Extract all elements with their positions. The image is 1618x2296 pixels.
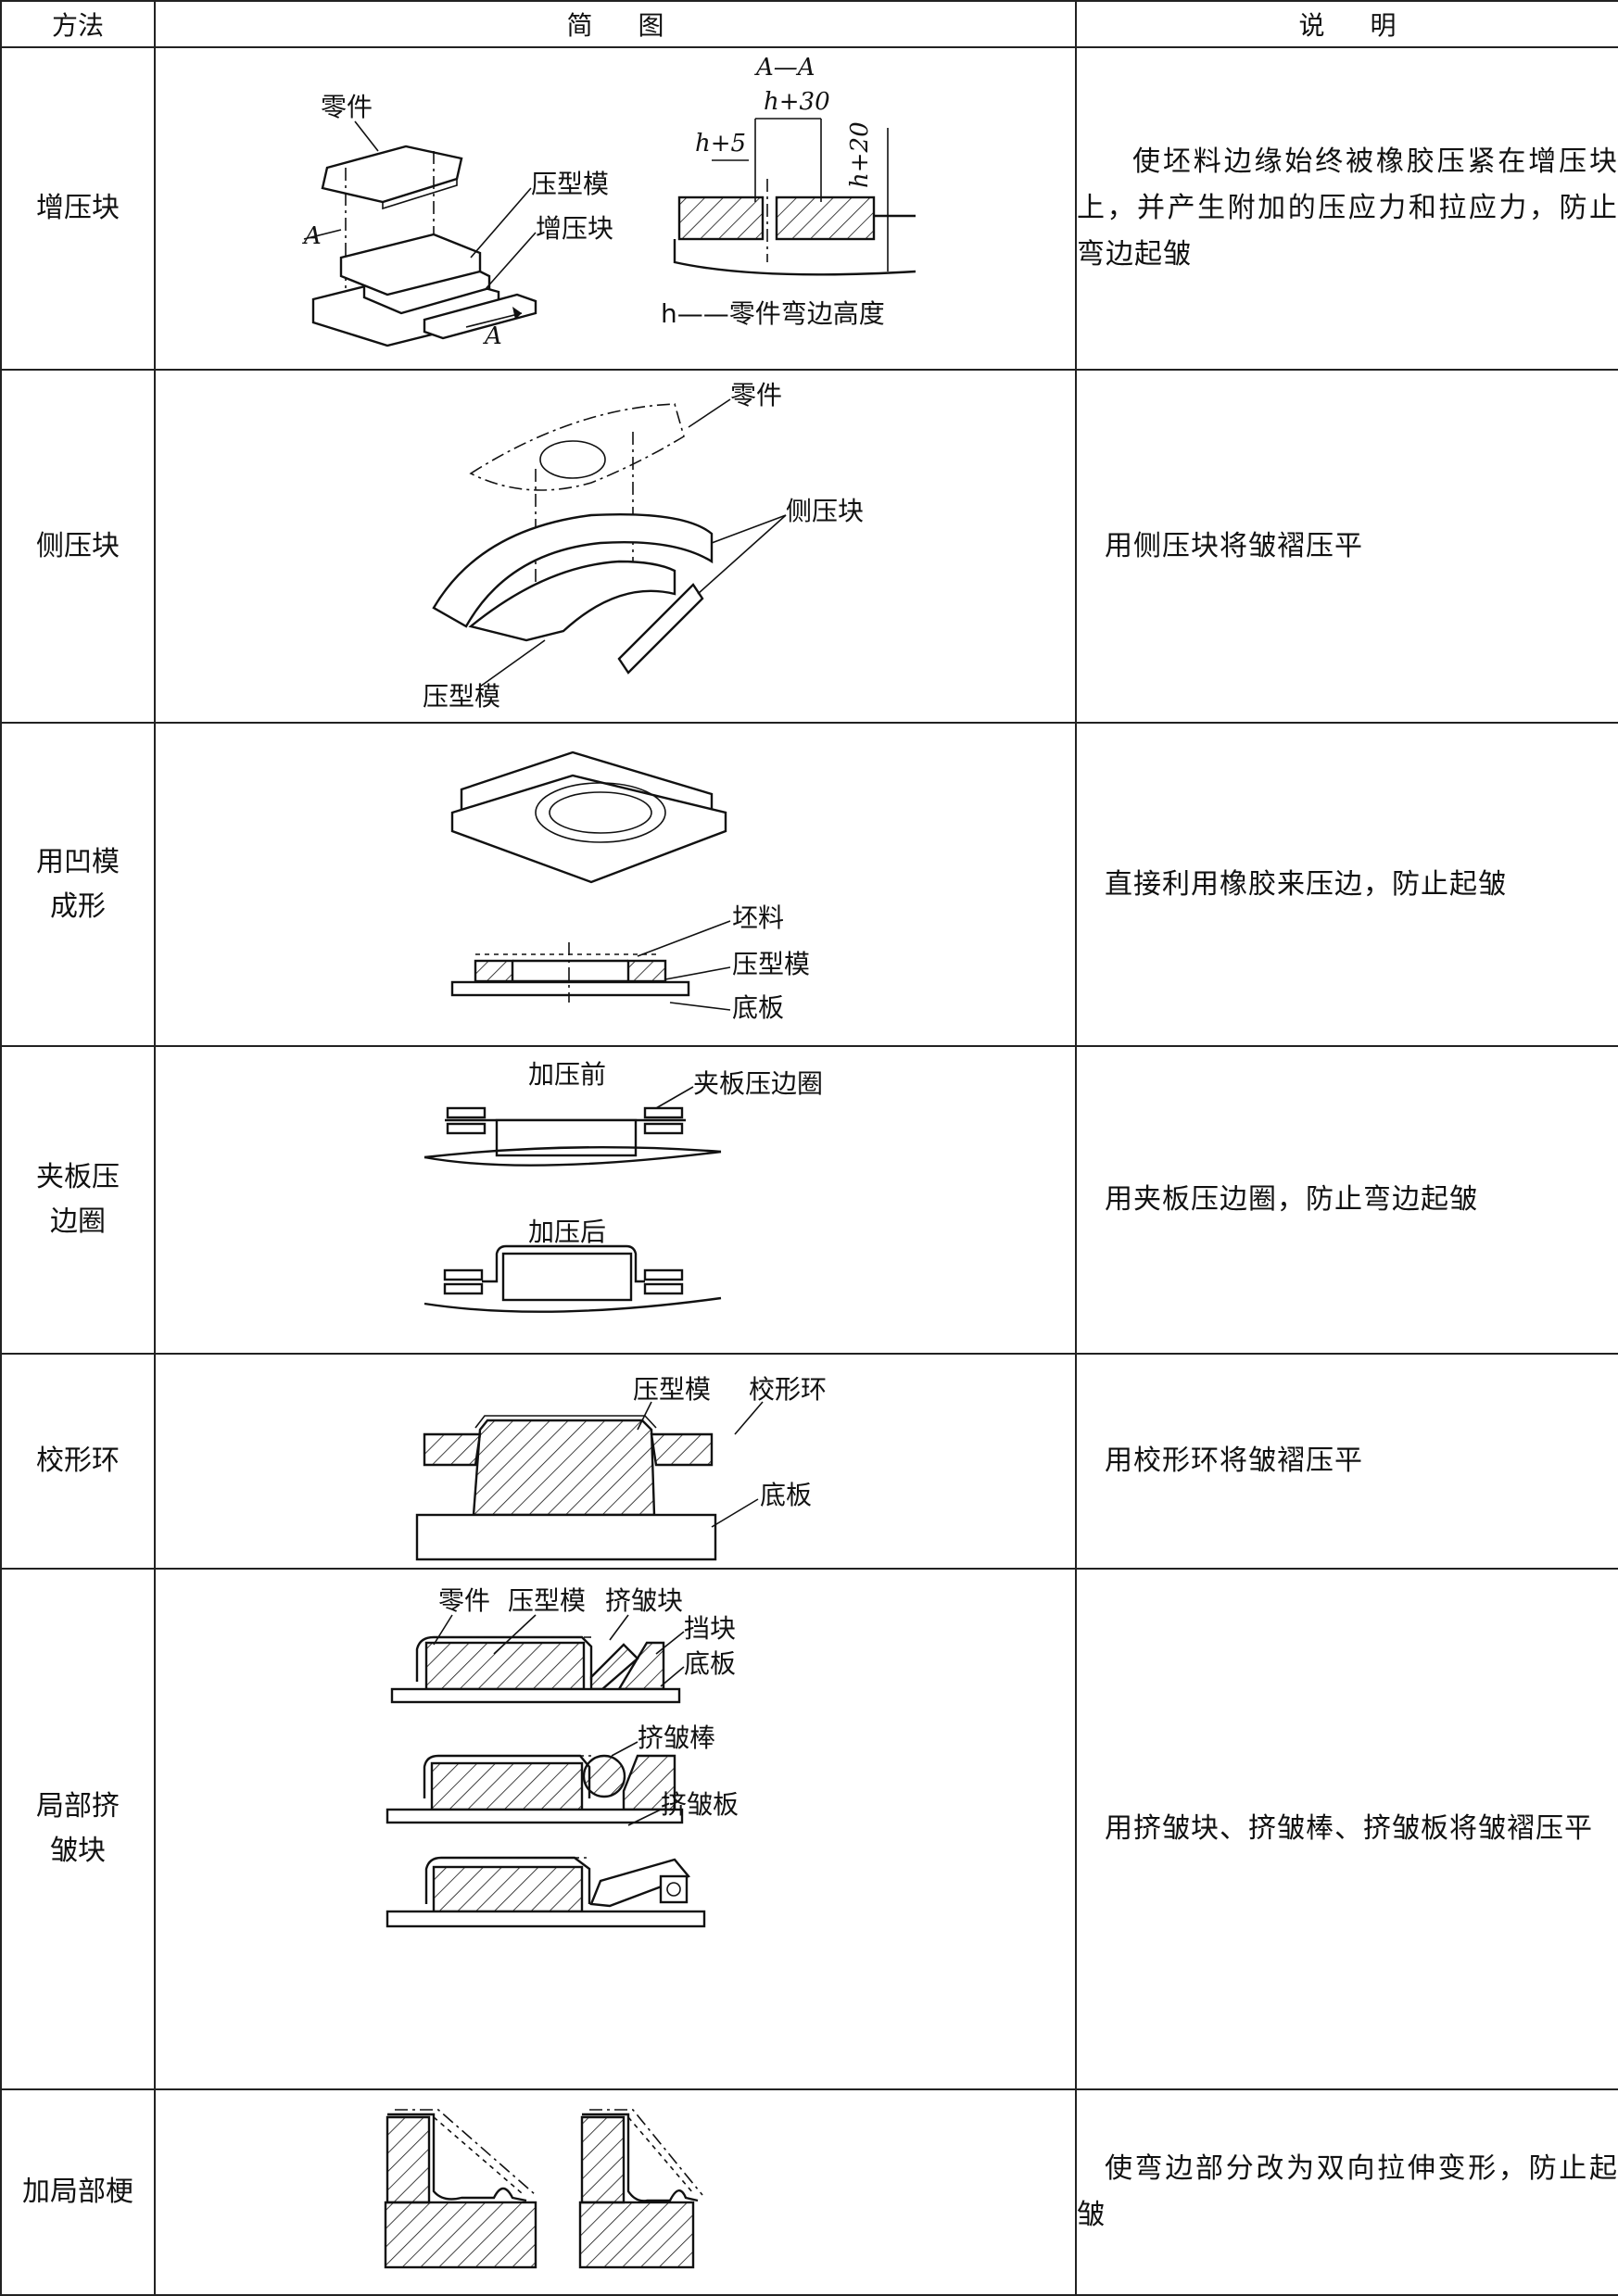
local-rib-figure [384,2109,703,2269]
method-cell: 加局部梗 [0,2088,156,2296]
table-row: 加局部梗 使弯边部分改为双向拉伸变形，防止起皱 [0,2088,1618,2296]
figure-cell: 坯料 压型模 底板 [154,722,1077,1047]
label-die: 压型模 [732,949,810,979]
method-line: 侧压块 [36,529,120,562]
description-cell: 用夹板压边圈，防止弯边起皱 [1075,1045,1618,1355]
description-text: 使坯料边缘始终被橡胶压紧在增压块上，并产生附加的压应力和拉应力，防止弯边起皱 [1077,145,1618,271]
description-cell: 直接利用橡胶来压边，防止起皱 [1075,722,1618,1047]
figure-cell: 零件 侧压块 压型模 [154,369,1077,724]
label-die: 压型模 [423,681,500,712]
method-cell: 局部挤 皱块 [0,1568,156,2090]
description-cell: 用校形环将皱褶压平 [1075,1353,1618,1570]
description-cell: 使弯边部分改为双向拉伸变形，防止起皱 [1075,2088,1618,2296]
description-text: 用校形环将皱褶压平 [1105,1444,1363,1477]
label-squeeze-bar: 挤皱棒 [638,1722,715,1753]
method-cell: 增压块 [0,46,156,371]
method-cell: 侧压块 [0,369,156,724]
method-line: 皱块 [50,1835,106,1867]
label-arrow-a1: A [302,222,322,250]
label-ring: 校形环 [749,1374,827,1405]
label-arrow-a2: A [483,322,502,350]
label-after: 加压后 [528,1217,606,1247]
table-row: 校形环 压型模 校形环 底板 用校形环将皱褶压平 [0,1353,1618,1570]
method-line: 增压块 [36,192,120,224]
female-die-figure: 坯料 压型模 底板 [450,751,810,1023]
label-base: 底板 [732,992,784,1023]
label-base: 底板 [684,1648,736,1679]
label-before: 加压前 [528,1059,606,1090]
figure-cell [154,2088,1077,2296]
method-line: 加局部梗 [22,2176,133,2208]
figure-cell: 零件 压型模 增压块 A A A—A h+30 h+5 h+20 [154,46,1077,371]
figure-cell: 零件 压型模 挤皱块 挡块 底板 挤皱棒 [154,1568,1077,2090]
description-cell: 用挤皱块、挤皱棒、挤皱板将皱褶压平 [1075,1568,1618,2090]
label-die: 压型模 [633,1374,711,1405]
method-cell: 夹板压 边圈 [0,1045,156,1355]
label-squeeze-plate: 挤皱板 [661,1789,739,1820]
method-line: 用凹模 [36,845,120,878]
figure-cell: 加压前 夹板压边圈 加压后 [154,1045,1077,1355]
method-line: 局部挤 [36,1790,120,1823]
label-h5: h+5 [695,130,746,158]
method-cell: 校形环 [0,1353,156,1570]
label-part: 零件 [730,380,782,410]
description-text: 直接利用橡胶来压边，防止起皱 [1105,867,1507,901]
table-row: 夹板压 边圈 加压前 夹板压边圈 加压后 [0,1045,1618,1355]
table-row: 局部挤 皱块 零件 压型模 挤皱块 挡块 底板 [0,1568,1618,2090]
method-cell: 用凹模 成形 [0,722,156,1047]
label-side-block: 侧压块 [786,496,864,526]
method-line: 校形环 [36,1444,120,1477]
description-cell: 使坯料边缘始终被橡胶压紧在增压块上，并产生附加的压应力和拉应力，防止弯边起皱 [1075,46,1618,371]
description-text: 用挤皱块、挤皱棒、挤皱板将皱褶压平 [1105,1812,1593,1845]
table-header-row: 方法 简 图 说 明 [0,0,1618,48]
label-note: h——零件弯边高度 [661,298,885,329]
label-block: 增压块 [536,213,613,244]
label-part: 零件 [321,92,373,122]
label-die: 压型模 [531,169,609,199]
header-method: 方法 [0,0,156,48]
clamp-ring-figure: 加压前 夹板压边圈 加压后 [423,1059,823,1313]
description-cell: 用侧压块将皱褶压平 [1075,369,1618,724]
description-text: 使弯边部分改为双向拉伸变形，防止起皱 [1077,2152,1618,2231]
method-line: 成形 [50,889,106,923]
header-figure: 简 图 [154,0,1077,48]
description-text: 用夹板压边圈，防止弯边起皱 [1105,1183,1478,1216]
side-block-figure: 零件 侧压块 压型模 [423,380,864,712]
label-stop: 挡块 [684,1613,736,1644]
label-h20: h+20 [846,121,874,188]
sizing-ring-figure: 压型模 校形环 底板 [415,1374,827,1561]
figure-cell: 压型模 校形环 底板 [154,1353,1077,1570]
label-blank: 坯料 [732,902,784,933]
method-line: 边圈 [50,1205,106,1238]
label-base: 底板 [760,1480,812,1510]
label-die: 压型模 [508,1585,586,1616]
label-squeeze-block: 挤皱块 [605,1585,683,1616]
pressure-block-figure: 零件 压型模 增压块 A A A—A h+30 h+5 h+20 [302,54,916,350]
table-row: 增压块 零件 压型模 增压块 A [0,46,1618,371]
label-ring: 夹板压边圈 [693,1068,823,1099]
header-description: 说 明 [1075,0,1618,48]
table-row: 侧压块 零件 侧压块 压型模 用侧压块将皱褶压平 [0,369,1618,724]
label-h30: h+30 [764,88,830,116]
table-row: 用凹模 成形 坯料 压型模 底板 [0,722,1618,1047]
label-part: 零件 [438,1585,490,1616]
label-section: A—A [754,54,815,82]
method-line: 夹板压 [36,1161,120,1193]
local-squeeze-figure: 零件 压型模 挤皱块 挡块 底板 挤皱棒 [386,1585,739,1928]
description-text: 用侧压块将皱褶压平 [1105,529,1363,562]
